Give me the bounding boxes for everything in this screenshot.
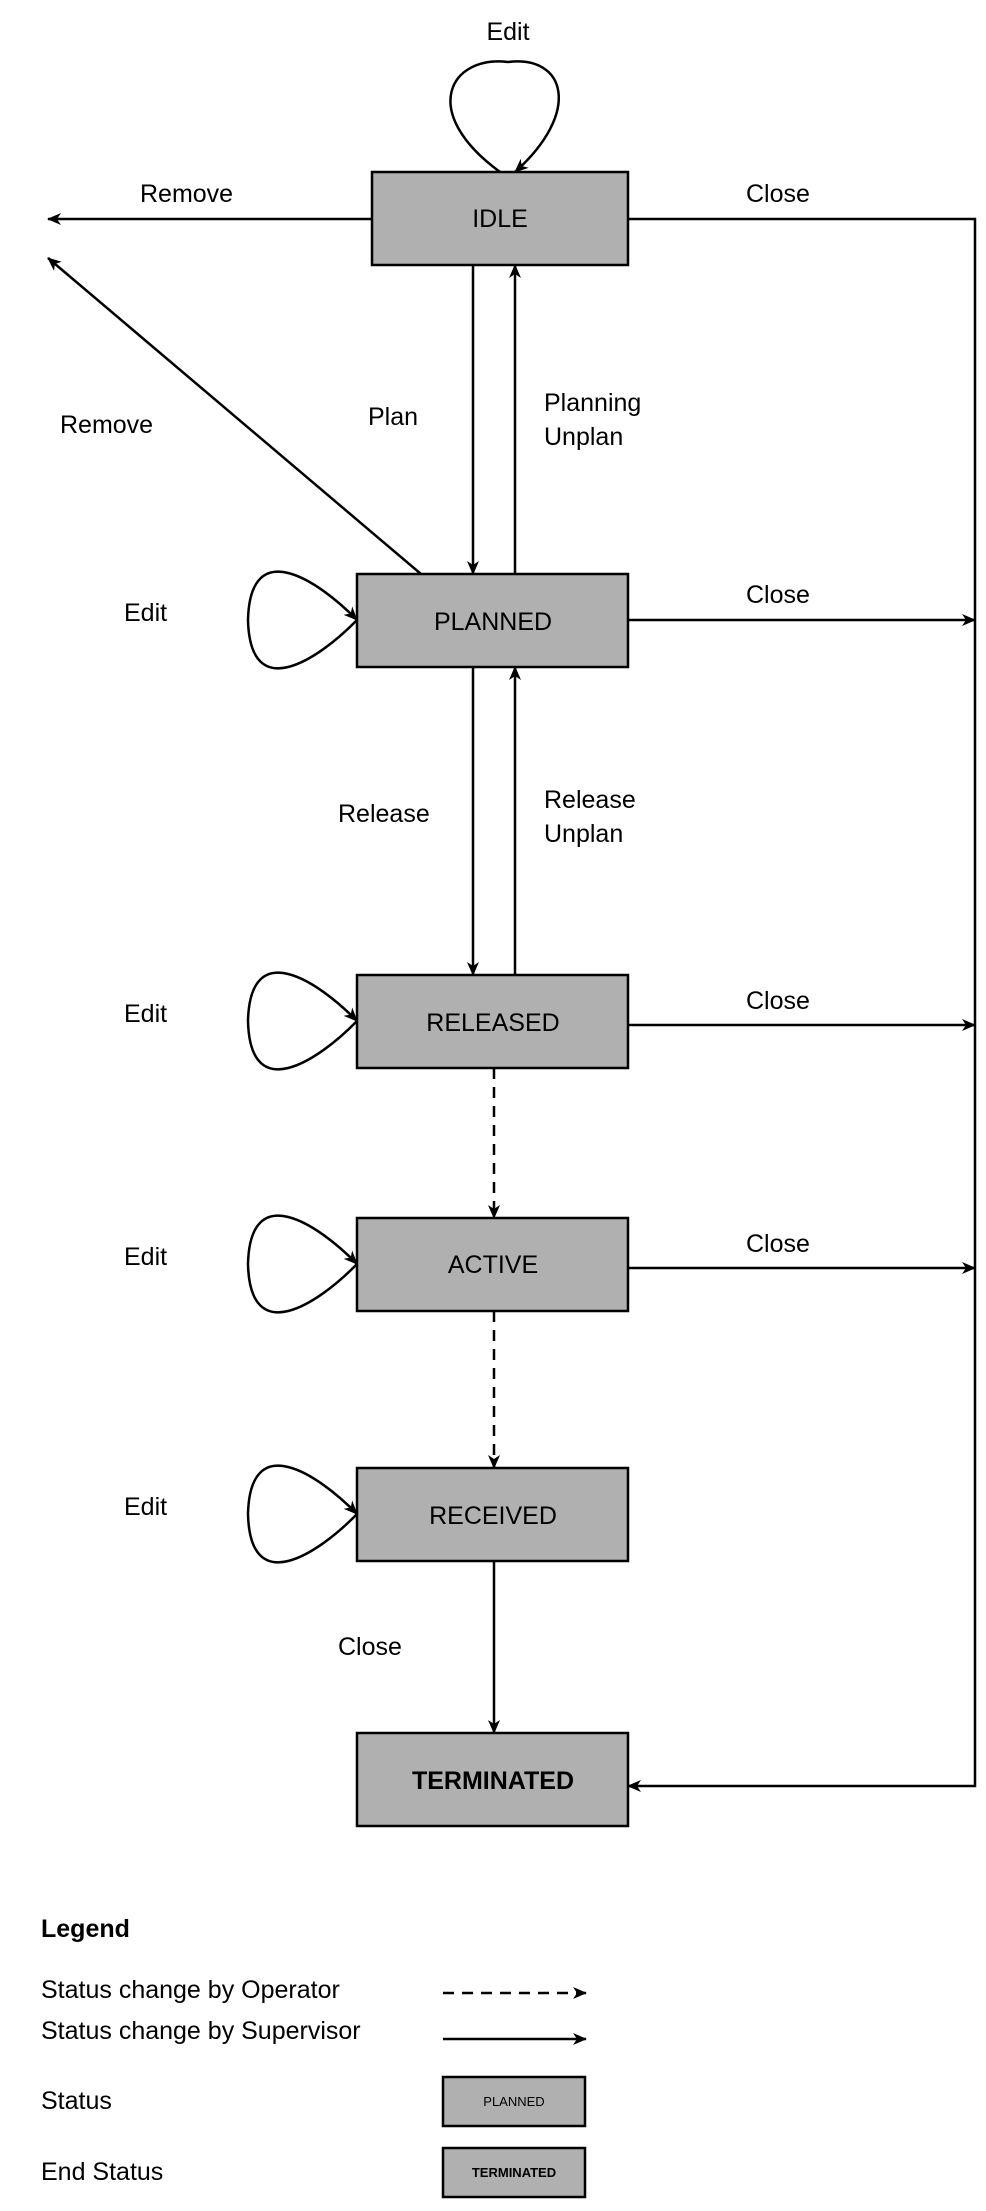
close-label-received: Close — [338, 1633, 402, 1661]
state-released: RELEASED — [355, 973, 630, 1070]
edit-loop-received — [246, 1464, 358, 1564]
edit-loop-idle — [449, 60, 560, 174]
edit-loop-released — [246, 971, 358, 1071]
legend: Legend Status change by Operator Status … — [41, 1915, 587, 2199]
legend-end-status-text: End Status — [41, 2158, 163, 2186]
legend-end-status-box — [441, 2146, 587, 2199]
close-bus-idle — [627, 217, 977, 1792]
legend-end-status-sample: TERMINATED — [472, 2165, 556, 2180]
close-label-idle: Close — [746, 180, 810, 208]
close-label-released: Close — [746, 987, 810, 1015]
edit-loop-active — [246, 1214, 358, 1314]
edit-label-received: Edit — [124, 1493, 167, 1521]
edit-label-idle: Edit — [486, 18, 529, 46]
edit-loop-planned — [246, 570, 358, 670]
legend-status-box — [441, 2075, 587, 2128]
plan-label: Plan — [368, 403, 418, 431]
edit-label-released: Edit — [124, 1000, 167, 1028]
close-label-active: Close — [746, 1230, 810, 1258]
remove-arrow-planned — [47, 257, 422, 575]
state-active: ACTIVE — [355, 1216, 630, 1313]
remove-label-idle: Remove — [140, 180, 233, 208]
remove-label-planned: Remove — [60, 411, 153, 439]
state-active-label: ACTIVE — [448, 1251, 538, 1279]
legend-supervisor-text: Status change by Supervisor — [41, 2017, 361, 2045]
state-released-label: RELEASED — [426, 1009, 559, 1037]
release-label: Release — [338, 800, 430, 828]
state-terminated-label: TERMINATED — [412, 1767, 574, 1795]
state-terminated: TERMINATED — [355, 1731, 630, 1828]
legend-operator-text: Status change by Operator — [41, 1976, 340, 2004]
edit-label-active: Edit — [124, 1243, 167, 1271]
state-received-label: RECEIVED — [429, 1502, 557, 1530]
planning-unplan-label-2: Unplan — [544, 423, 623, 451]
edit-label-planned: Edit — [124, 599, 167, 627]
legend-status-text: Status — [41, 2087, 112, 2115]
planning-unplan-label-1: Planning — [544, 389, 641, 417]
state-received: RECEIVED — [355, 1466, 630, 1563]
legend-status-sample: PLANNED — [483, 2094, 544, 2109]
legend-title: Legend — [41, 1915, 130, 1943]
state-idle-label: IDLE — [472, 205, 528, 233]
state-planned: PLANNED — [355, 572, 630, 669]
state-idle: IDLE — [370, 170, 630, 267]
release-unplan-label-2: Unplan — [544, 820, 623, 848]
close-label-planned: Close — [746, 581, 810, 609]
release-unplan-label-1: Release — [544, 786, 636, 814]
state-planned-label: PLANNED — [434, 608, 552, 636]
